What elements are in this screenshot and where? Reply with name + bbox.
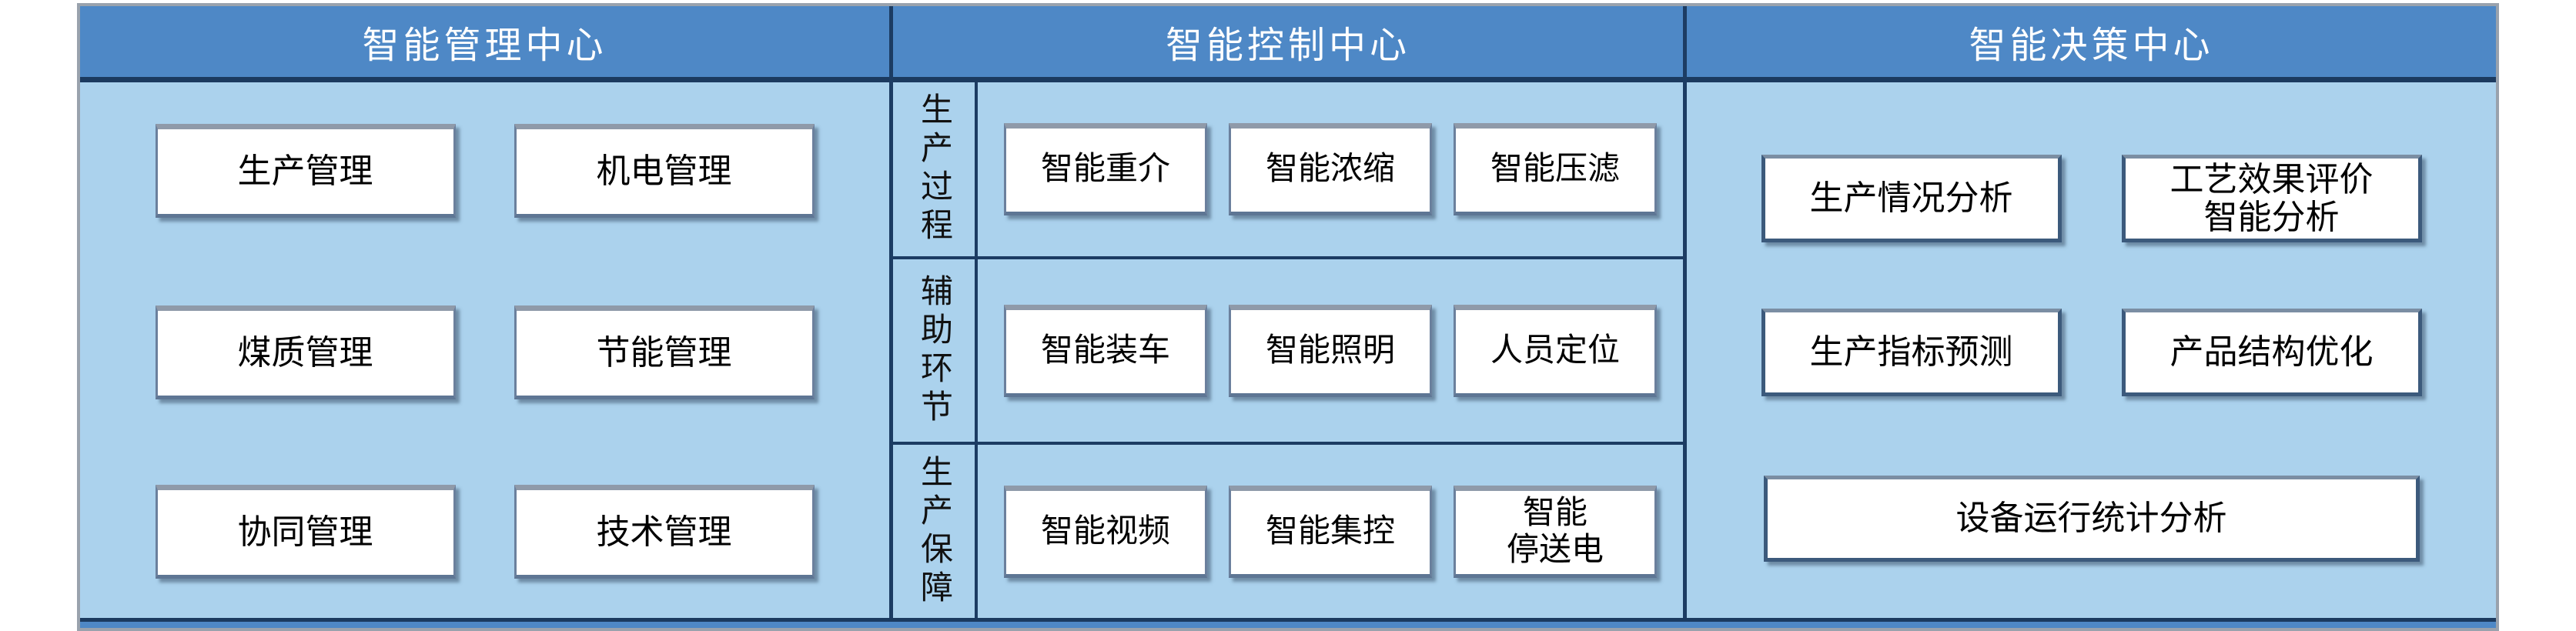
side-label-auxiliary-links-text: 辅助环节 [915,273,952,428]
box-production-situation-analysis: 生产情况分析 [1761,155,2062,242]
column-title-control: 智能控制中心 [1165,25,1410,66]
box-production-index-prediction: 生产指标预测 [1761,308,2062,396]
box-intelligent-power-switching: 智能 停送电 [1454,485,1657,578]
box-intelligent-lighting: 智能照明 [1229,304,1432,397]
bottom-band [80,618,2496,628]
management-row-3-boxes: 协同管理 技术管理 [80,445,889,618]
column-decision-center: 智能决策中心 生产情况分析 工艺效果评价 智能分析 生产指标预测 产品结构优化 … [1683,6,2496,628]
control-row-production-support: 生产保障 智能视频 智能集控 智能 停送电 [893,445,1683,618]
box-collaborative-management: 协同管理 [155,484,456,579]
decision-row-1-boxes: 生产情况分析 工艺效果评价 智能分析 [1687,82,2496,259]
box-intelligent-loading: 智能装车 [1004,304,1207,397]
control-row-1-boxes: 智能重介 智能浓缩 智能压滤 [978,82,1683,256]
column-body-control: 生产过程 智能重介 智能浓缩 智能压滤 辅助环节 智能装车 智能照明 人员定位 [893,82,1683,628]
box-intelligent-thickening: 智能浓缩 [1229,123,1432,215]
management-row-2: 煤质管理 节能管理 [80,259,889,445]
control-row-auxiliary-links: 辅助环节 智能装车 智能照明 人员定位 [893,259,1683,445]
side-label-production-support-text: 生产保障 [915,454,952,609]
side-label-production-process: 生产过程 [893,82,978,256]
box-energy-saving-management: 节能管理 [514,305,815,399]
decision-row-2-boxes: 生产指标预测 产品结构优化 [1687,259,2496,445]
decision-row-2: 生产指标预测 产品结构优化 [1687,259,2496,445]
decision-row-3-boxes: 设备运行统计分析 [1687,445,2496,618]
architecture-diagram: 智能管理中心 生产管理 机电管理 煤质管理 节能管理 协同管理 技术管理 [77,3,2499,631]
box-product-structure-optimization: 产品结构优化 [2121,308,2422,396]
box-equipment-operation-statistics: 设备运行统计分析 [1763,475,2420,562]
column-header-management: 智能管理中心 [80,6,889,82]
management-row-1: 生产管理 机电管理 [80,82,889,259]
decision-row-1: 生产情况分析 工艺效果评价 智能分析 [1687,82,2496,259]
box-technology-management: 技术管理 [514,484,815,579]
side-label-production-support: 生产保障 [893,445,978,618]
box-coal-quality-management: 煤质管理 [155,305,456,399]
box-intelligent-video: 智能视频 [1004,485,1207,578]
column-title-decision: 智能决策中心 [1969,25,2214,66]
side-label-production-process-text: 生产过程 [915,92,952,246]
column-management-center: 智能管理中心 生产管理 机电管理 煤质管理 节能管理 协同管理 技术管理 [80,6,889,628]
management-row-1-boxes: 生产管理 机电管理 [80,82,889,259]
box-intelligent-filter-press: 智能压滤 [1454,123,1657,215]
control-row-production-process: 生产过程 智能重介 智能浓缩 智能压滤 [893,82,1683,259]
box-intelligent-central-control: 智能集控 [1229,485,1432,578]
column-control-center: 智能控制中心 生产过程 智能重介 智能浓缩 智能压滤 辅助环节 智能装车 [889,6,1683,628]
management-row-2-boxes: 煤质管理 节能管理 [80,259,889,445]
side-label-auxiliary-links: 辅助环节 [893,259,978,442]
box-production-management: 生产管理 [155,124,456,218]
control-row-3-boxes: 智能视频 智能集控 智能 停送电 [978,445,1683,618]
management-row-3: 协同管理 技术管理 [80,445,889,618]
box-process-effect-evaluation: 工艺效果评价 智能分析 [2121,155,2422,242]
box-personnel-positioning: 人员定位 [1454,304,1657,397]
control-row-2-boxes: 智能装车 智能照明 人员定位 [978,259,1683,442]
decision-row-3: 设备运行统计分析 [1687,445,2496,618]
box-electromechanical-management: 机电管理 [514,124,815,218]
box-intelligent-dense-medium: 智能重介 [1004,123,1207,215]
column-header-control: 智能控制中心 [893,6,1683,82]
column-title-management: 智能管理中心 [362,25,607,66]
column-header-decision: 智能决策中心 [1687,6,2496,82]
column-body-decision: 生产情况分析 工艺效果评价 智能分析 生产指标预测 产品结构优化 设备运行统计分… [1687,82,2496,628]
column-body-management: 生产管理 机电管理 煤质管理 节能管理 协同管理 技术管理 [80,82,889,628]
